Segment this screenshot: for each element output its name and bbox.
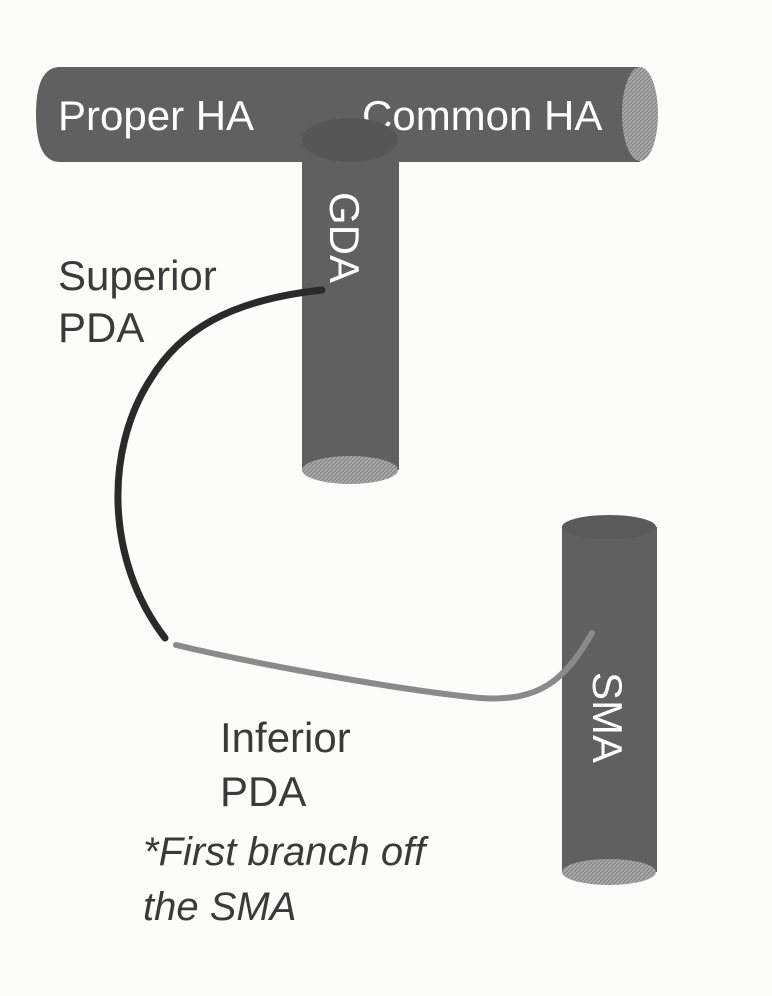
- superior-pda-vessel: [114, 286, 326, 642]
- gda-end-cap: [302, 456, 398, 484]
- note-line1: *First branch off: [143, 830, 429, 874]
- inferior-pda-label-line2: PDA: [220, 768, 306, 815]
- sma-end-cap: [562, 859, 656, 885]
- common-ha-label: Common HA: [362, 92, 602, 139]
- hepatic-artery-body: [36, 67, 640, 162]
- gda-junction-shadow: [302, 118, 398, 162]
- superior-pda-label-line1: Superior: [58, 252, 217, 299]
- sma-body: [562, 527, 657, 872]
- common-ha-end-cap: [622, 67, 658, 161]
- gda-vessel: GDA: [302, 118, 399, 484]
- superior-pda-label-line2: PDA: [58, 304, 144, 351]
- gda-body: [302, 140, 399, 470]
- gda-label: GDA: [321, 192, 368, 283]
- note-line2: the SMA: [143, 885, 296, 929]
- inferior-pda-label-line1: Inferior: [220, 714, 351, 761]
- sma-label: SMA: [584, 672, 631, 763]
- hepatic-artery-trunk: Proper HA Common HA: [36, 67, 658, 162]
- sma-vessel: SMA: [562, 515, 657, 885]
- inferior-pda-vessel: [173, 630, 595, 702]
- proper-ha-label: Proper HA: [58, 92, 254, 139]
- sma-top-cap: [562, 515, 656, 539]
